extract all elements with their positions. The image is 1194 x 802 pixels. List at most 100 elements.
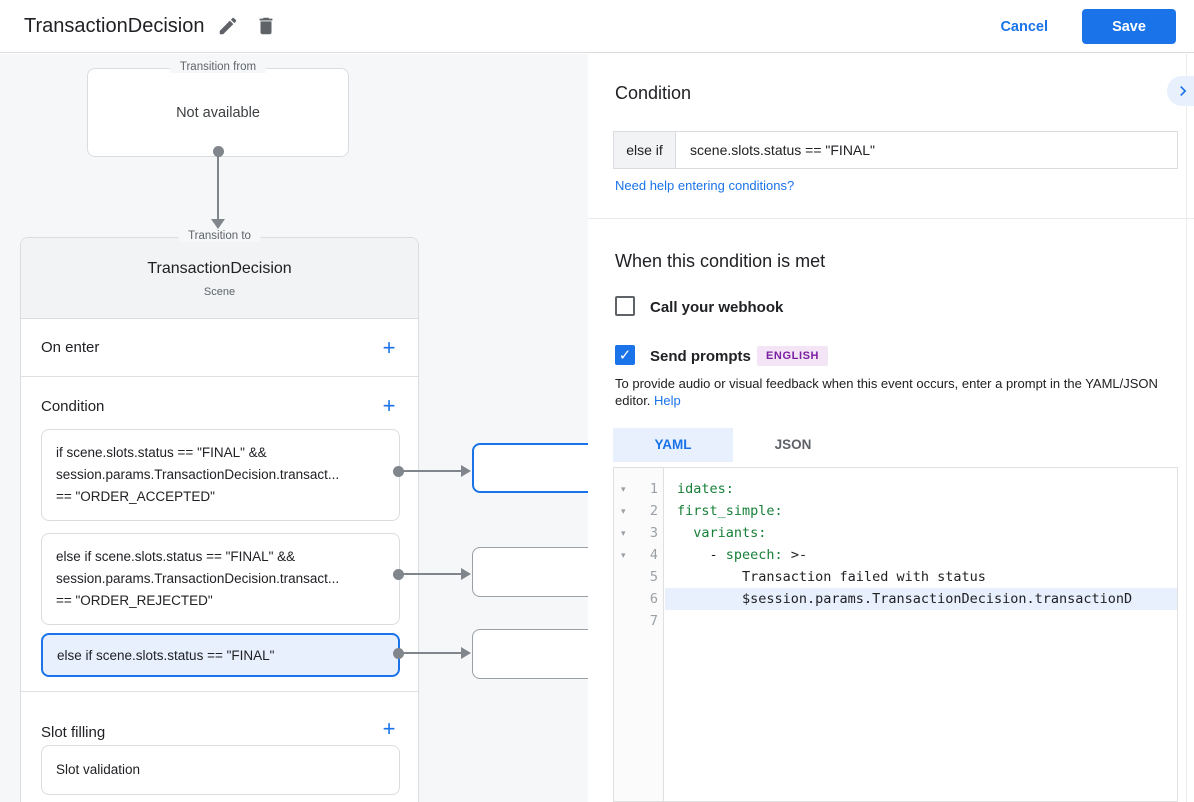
delete-scene-button[interactable] [254, 15, 278, 39]
code-row: ▾ 1 idates: [614, 478, 1177, 500]
code-segment: first_simple: [677, 503, 783, 519]
condition-row: else if [613, 131, 1178, 169]
scene-header[interactable]: TransactionDecision Scene [21, 238, 418, 319]
fold-spacer [614, 588, 636, 610]
pencil-icon [219, 17, 237, 35]
panel-divider [588, 218, 1194, 219]
target-box-selected[interactable] [472, 443, 588, 493]
condition-help-link[interactable]: Need help entering conditions? [615, 178, 795, 193]
arrow-right-icon [461, 465, 471, 477]
save-button[interactable]: Save [1082, 9, 1176, 44]
transition-to-card: Transition to TransactionDecision Scene … [20, 230, 419, 802]
code-segment: - [677, 547, 726, 563]
connector-dot [393, 466, 404, 477]
slot-validation-card[interactable]: Slot validation [41, 745, 400, 795]
send-prompts-label: Send prompts [650, 348, 751, 365]
fold-arrow-icon[interactable]: ▾ [621, 550, 626, 560]
code-segment: idates: [677, 481, 734, 497]
condition-card-selected[interactable]: else if scene.slots.status == "FINAL" [41, 633, 400, 677]
section-divider [21, 691, 418, 692]
check-icon: ✓ [618, 347, 632, 364]
connector-dot [393, 648, 404, 659]
fold-arrow-icon[interactable]: ▾ [621, 506, 626, 516]
section-divider [21, 376, 418, 377]
condition-input[interactable] [676, 131, 1178, 169]
send-prompts-checkbox[interactable]: ✓ [615, 345, 635, 365]
line-number: 1 [649, 481, 658, 497]
tab-json[interactable]: JSON [774, 437, 812, 452]
condition-text: else if scene.slots.status == "FINAL" && [56, 549, 296, 564]
add-on-enter-button[interactable]: + [376, 335, 402, 361]
fold-arrow-icon[interactable]: ▾ [621, 484, 626, 494]
add-slot-button[interactable]: + [376, 716, 402, 742]
code-segment: >- [782, 547, 808, 563]
edit-title-button[interactable] [216, 15, 240, 39]
transition-from-box[interactable]: Transition from Not available [87, 61, 349, 157]
when-condition-heading: When this condition is met [615, 251, 826, 271]
connector-dot [393, 569, 404, 580]
transition-from-legend: Transition from [169, 61, 267, 73]
editor-tabs: YAML JSON [613, 428, 853, 462]
code-segment: Transaction failed with status [677, 569, 986, 585]
transition-to-legend: Transition to [178, 230, 261, 242]
editor-gutter [614, 468, 664, 801]
scene-subtitle: Scene [203, 286, 236, 298]
webhook-label: Call your webhook [650, 299, 784, 316]
line-number: 5 [649, 569, 658, 585]
condition-text: session.params.TransactionDecision.trans… [56, 571, 340, 586]
language-badge: ENGLISH [757, 346, 829, 366]
target-box[interactable] [472, 629, 588, 679]
condition-section-label: Condition [41, 398, 105, 415]
flow-canvas: Transition from Not available Transition… [0, 54, 588, 802]
condition-text: session.params.TransactionDecision.trans… [56, 467, 340, 482]
connector-line [217, 156, 219, 220]
fold-arrow-icon[interactable]: ▾ [621, 528, 626, 538]
code-line[interactable] [665, 610, 1177, 632]
condition-detail-panel: Condition else if Need help entering con… [588, 54, 1194, 802]
arrow-right-icon [461, 568, 471, 580]
collapse-panel-button[interactable] [1167, 76, 1194, 106]
line-number: 7 [649, 613, 658, 629]
condition-card[interactable]: if scene.slots.status == "FINAL" &&sessi… [41, 429, 400, 521]
connector-line [403, 470, 461, 472]
condition-card[interactable]: else if scene.slots.status == "FINAL" &&… [41, 533, 400, 625]
code-line[interactable]: Transaction failed with status [665, 566, 1177, 588]
cancel-button[interactable]: Cancel [1000, 0, 1048, 53]
code-row: 6 $session.params.TransactionDecision.tr… [614, 588, 1177, 610]
code-line[interactable]: - speech: >- [665, 544, 1177, 566]
connector-line [403, 573, 461, 575]
trash-icon [259, 17, 273, 35]
fold-spacer [614, 610, 636, 632]
code-row: ▾ 3 variants: [614, 522, 1177, 544]
prompt-description-text: To provide audio or visual feedback when… [615, 376, 1158, 408]
condition-text: == "ORDER_ACCEPTED" [56, 489, 215, 504]
code-row: 7 [614, 610, 1177, 632]
code-line[interactable]: idates: [665, 478, 1177, 500]
on-enter-label: On enter [41, 339, 100, 356]
tab-yaml[interactable]: YAML [613, 428, 733, 462]
code-segment: variants: [693, 525, 767, 541]
target-box[interactable] [472, 547, 588, 597]
webhook-checkbox[interactable] [615, 296, 635, 316]
line-number: 3 [649, 525, 658, 541]
code-line[interactable]: first_simple: [665, 500, 1177, 522]
code-row: ▾ 2 first_simple: [614, 500, 1177, 522]
add-condition-button[interactable]: + [376, 393, 402, 419]
condition-text: == "ORDER_REJECTED" [56, 593, 213, 608]
connector-line [403, 652, 461, 654]
header: TransactionDecision Cancel Save [0, 0, 1194, 53]
help-link[interactable]: Help [654, 392, 681, 408]
line-number: 2 [649, 503, 658, 519]
condition-prefix: else if [613, 131, 676, 169]
arrow-down-icon [211, 219, 225, 229]
code-line[interactable]: $session.params.TransactionDecision.tran… [665, 588, 1177, 610]
transition-from-value: Not available [176, 105, 260, 121]
panel-scrollbar[interactable] [1186, 54, 1187, 802]
line-number: 6 [649, 591, 658, 607]
code-row: 5 Transaction failed with status [614, 566, 1177, 588]
page-title: TransactionDecision [24, 15, 205, 37]
code-line[interactable]: variants: [665, 522, 1177, 544]
condition-text: else if scene.slots.status == "FINAL" [57, 648, 275, 663]
